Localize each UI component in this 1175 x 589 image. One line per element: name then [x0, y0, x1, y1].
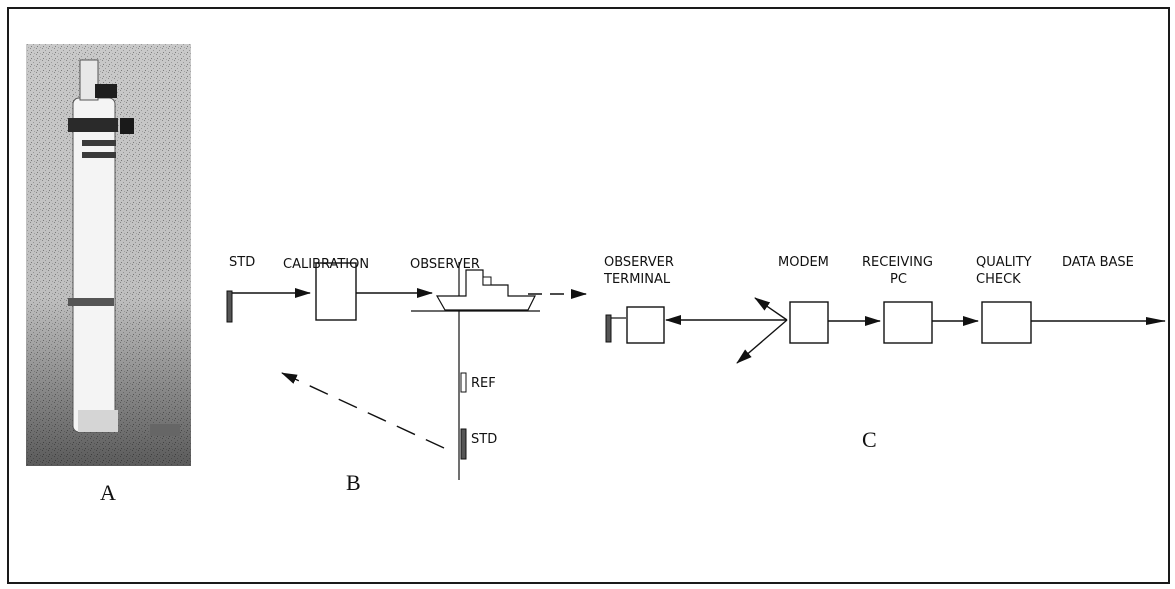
label-receiving-1: RECEIVING [862, 255, 933, 270]
receiving-pc-box [884, 302, 932, 343]
antenna-upper-arrow [755, 298, 787, 320]
label-ref: REF [471, 376, 496, 391]
panel-label-b: B [346, 470, 361, 495]
antenna-lower-arrow [737, 320, 787, 363]
label-observer-terminal-2: TERMINAL [603, 272, 671, 287]
std-bottom-sensor-icon [461, 429, 466, 459]
label-calibration: CALIBRATION [283, 257, 369, 272]
terminal-sensor-icon [606, 315, 611, 342]
label-std-top: STD [229, 255, 255, 270]
ref-sensor-icon [461, 373, 466, 392]
panel-label-a: A [100, 480, 116, 505]
label-std-bottom: STD [471, 432, 497, 447]
panel-label-c: C [862, 427, 877, 452]
label-database: DATA BASE [1062, 255, 1134, 270]
label-modem: MODEM [778, 255, 829, 270]
label-receiving-2: PC [890, 272, 907, 287]
modem-box [790, 302, 828, 343]
instrument-photo [26, 44, 191, 466]
std-sensor-icon [227, 291, 232, 322]
observer-terminal-box [627, 307, 664, 343]
observer-ship-icon [411, 262, 540, 480]
label-quality-1: QUALITY [976, 255, 1032, 270]
label-observer: OBSERVER [410, 257, 480, 272]
quality-check-box [982, 302, 1031, 343]
dashed-arrow-return [282, 373, 444, 448]
label-observer-terminal-1: OBSERVER [604, 255, 674, 270]
label-quality-2: CHECK [976, 272, 1021, 287]
